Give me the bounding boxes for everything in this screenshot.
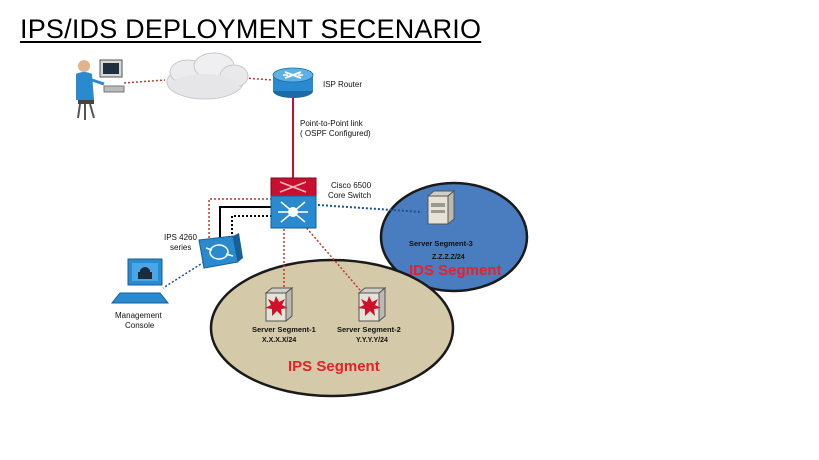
link-ips-mgmt (162, 261, 205, 289)
ips-sensor-label-1: IPS 4260 (164, 233, 197, 242)
ips-sensor-icon (198, 233, 243, 269)
link-core-ids (317, 204, 423, 213)
p2p-link-label-1: Point-to-Point link (300, 119, 363, 128)
link-user-cloud (123, 79, 166, 84)
ips-segment-label: IPS Segment (288, 358, 380, 375)
user-workstation-icon (76, 59, 125, 120)
isp-router-label: ISP Router (323, 80, 362, 89)
mgmt-console-label-1: Management (115, 311, 162, 320)
page-title: IPS/IDS DEPLOYMENT SECENARIO (20, 14, 482, 44)
core-switch-label-2: Core Switch (328, 191, 372, 200)
server3-network: Z.Z.Z.Z/24 (432, 254, 465, 261)
ips-sensor-label-2: series (170, 243, 192, 252)
ips-segment-zone (209, 258, 455, 398)
server2-network: Y.Y.Y.Y/24 (356, 337, 388, 344)
server-icon (426, 189, 456, 226)
link-core-ips-black (219, 206, 272, 238)
link-core-ips-red (208, 198, 272, 240)
ids-segment-zone (379, 181, 529, 293)
server1-network: X.X.X.X/24 (262, 337, 297, 344)
server3-name: Server Segment-3 (409, 239, 473, 248)
core-switch-label-1: Cisco 6500 (331, 181, 372, 190)
attacked-server-icon (264, 286, 294, 323)
management-console-icon (110, 258, 170, 304)
server2-name: Server Segment-2 (337, 325, 401, 334)
core-switch-icon (270, 177, 317, 229)
server1-name: Server Segment-1 (252, 325, 316, 334)
ids-segment-label: IDS Segment (409, 262, 502, 279)
attacked-server-icon (357, 286, 387, 323)
p2p-link-label-2: ( OSPF Configured) (300, 129, 371, 138)
links (123, 77, 423, 291)
link-cloud-router (244, 77, 273, 81)
link-core-ips-dotted (231, 215, 272, 240)
router-icon (272, 67, 314, 98)
internet-cloud-icon (166, 52, 249, 100)
mgmt-console-label-2: Console (125, 321, 155, 330)
